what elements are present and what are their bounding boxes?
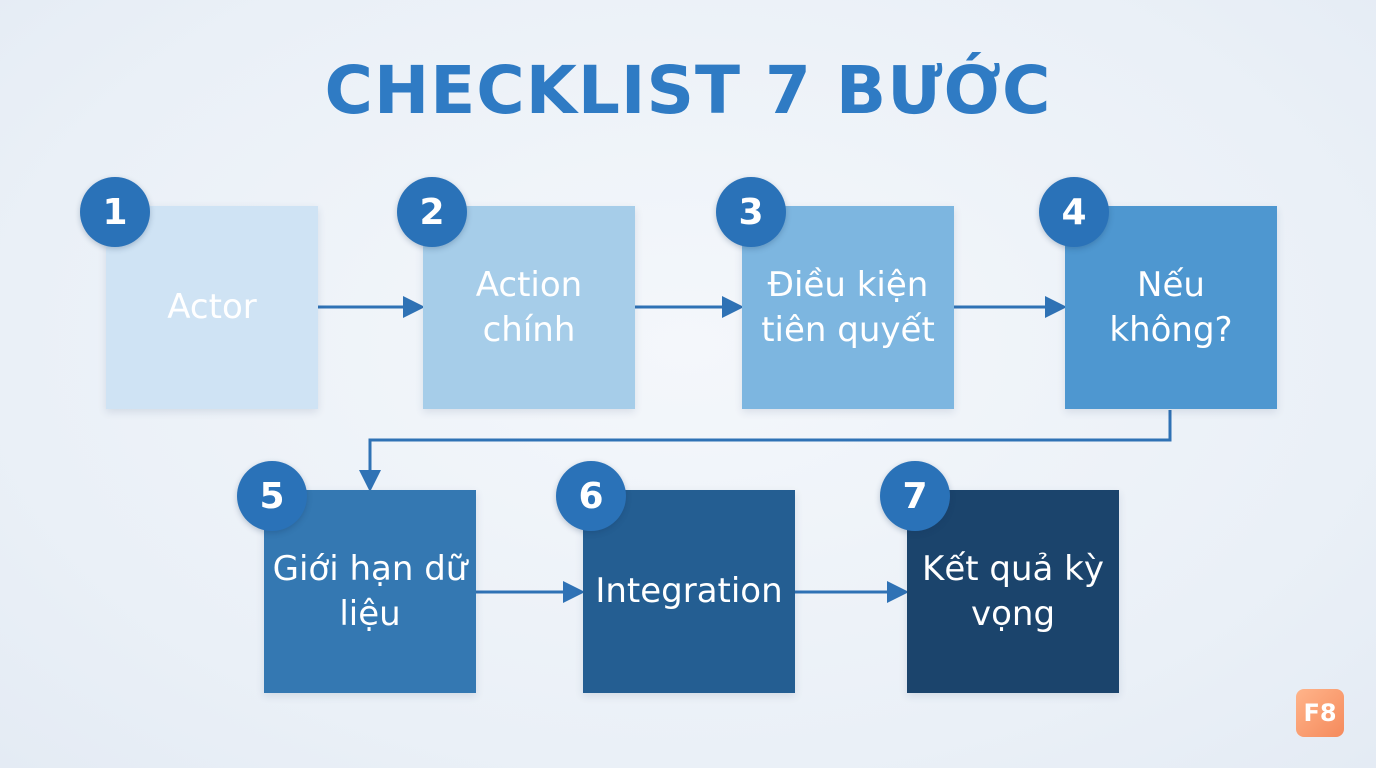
step-number-badge: 5	[237, 461, 307, 531]
step-number-badge: 1	[80, 177, 150, 247]
step-number-badge: 6	[556, 461, 626, 531]
step-box-precondition: Điều kiện tiên quyết	[742, 206, 954, 409]
step-number-badge: 7	[880, 461, 950, 531]
page-title: CHECKLIST 7 BƯỚC	[324, 52, 1052, 129]
step-box-integration: Integration	[583, 490, 795, 693]
step-box-actor: Actor	[106, 206, 318, 409]
step-box-otherwise: Nếu không?	[1065, 206, 1277, 409]
step-number-badge: 2	[397, 177, 467, 247]
step-label: Actor	[167, 287, 257, 328]
step-label: Integration	[595, 571, 783, 612]
step-box-expected-result: Kết quả kỳ vọng	[907, 490, 1119, 693]
step-label: Kết quả kỳ vọng	[922, 549, 1104, 634]
step-label: Action chính	[475, 265, 583, 350]
f8-logo: F8	[1296, 689, 1344, 737]
step-box-data-limit: Giới hạn dữ liệu	[264, 490, 476, 693]
step-number-badge: 4	[1039, 177, 1109, 247]
step-number-badge: 3	[716, 177, 786, 247]
arrow-4-to-5	[359, 410, 1172, 492]
step-label: Giới hạn dữ liệu	[272, 549, 468, 634]
step-label: Điều kiện tiên quyết	[761, 265, 935, 350]
step-box-action: Action chính	[423, 206, 635, 409]
step-label: Nếu không?	[1109, 265, 1233, 350]
